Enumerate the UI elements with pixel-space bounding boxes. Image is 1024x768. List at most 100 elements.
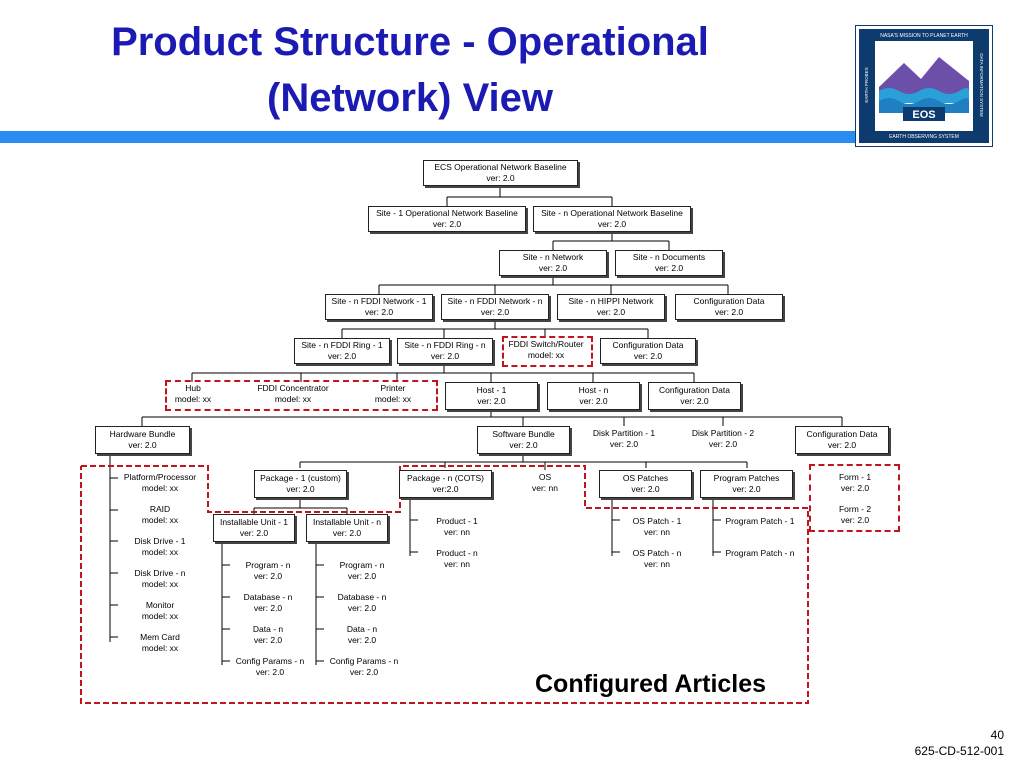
node-label: Site - n HIPPI Network — [568, 296, 654, 306]
node-label: OS Patches — [622, 473, 669, 483]
node-version: ver: 2.0 — [327, 351, 357, 361]
node-label: Package - n (COTS) — [407, 473, 484, 483]
item-program-patch-1[interactable]: Program Patch - 1 — [720, 516, 800, 527]
node-version: ver: 2.0 — [631, 484, 660, 494]
node-package-n-cots[interactable]: Package - n (COTS)ver:2.0 — [399, 470, 492, 498]
eos-logo-graphic: NASA'S MISSION TO PLANET EARTH EARTH PRO… — [864, 33, 984, 140]
item-label: Platform/Processor — [123, 472, 197, 482]
node-label: OS — [538, 472, 552, 482]
item-version: ver: 2.0 — [347, 635, 377, 645]
node-label: Hub — [185, 383, 201, 393]
logo-bottom-text: EARTH OBSERVING SYSTEM — [889, 134, 959, 140]
title-line-1: Product Structure - Operational — [111, 20, 709, 64]
item-version: ver: 2.0 — [253, 571, 283, 581]
item-label: OS Patch - 1 — [632, 516, 682, 526]
node-label: Site - n FDDI Ring - 1 — [301, 340, 383, 350]
logo-left-text: EARTH PROBES — [864, 67, 869, 102]
item-model: model: xx — [141, 515, 179, 525]
item-label: Program Patch - n — [725, 548, 795, 558]
node-package-1-custom[interactable]: Package - 1 (custom)ver: 2.0 — [254, 470, 347, 498]
node-version: ver: 2.0 — [732, 484, 761, 494]
node-label: Site - n FDDI Ring - n — [404, 340, 486, 350]
node-label: Program Patches — [713, 473, 780, 483]
node-version: ver: 2.0 — [840, 483, 870, 493]
node-label: Configuration Data — [693, 296, 765, 306]
node-label: Site - n Network — [522, 252, 584, 262]
node-label: Installable Unit - n — [312, 517, 382, 527]
item-version: ver: 2.0 — [255, 667, 285, 677]
node-version: ver: 2.0 — [654, 263, 684, 273]
item-model: model: xx — [141, 579, 179, 589]
item-label: Data - n — [252, 624, 284, 634]
item-label: Disk Drive - n — [134, 568, 186, 578]
node-version: ver: 2.0 — [430, 351, 460, 361]
item-label: Product - n — [436, 548, 478, 558]
page-number: 40 — [990, 728, 1004, 742]
item-model: model: xx — [141, 643, 179, 653]
node-version: ver: 2.0 — [609, 439, 639, 449]
item-label: Product - 1 — [436, 516, 478, 526]
node-version: ver: 2.0 — [714, 307, 744, 317]
node-label: Configuration Data — [806, 429, 878, 439]
node-label: FDDI Concentrator — [257, 383, 329, 393]
title-rule — [0, 131, 860, 143]
node-version: ver: 2.0 — [708, 439, 738, 449]
node-version: ver: 2.0 — [364, 307, 394, 317]
switch-router-group — [502, 336, 593, 367]
item-program-patch-n[interactable]: Program Patch - n — [720, 548, 800, 559]
node-label: Disk Partition - 2 — [691, 428, 755, 438]
node-version: ver: 2.0 — [239, 528, 269, 538]
node-model: model: xx — [174, 394, 212, 404]
item-version: ver: 2.0 — [347, 603, 377, 613]
